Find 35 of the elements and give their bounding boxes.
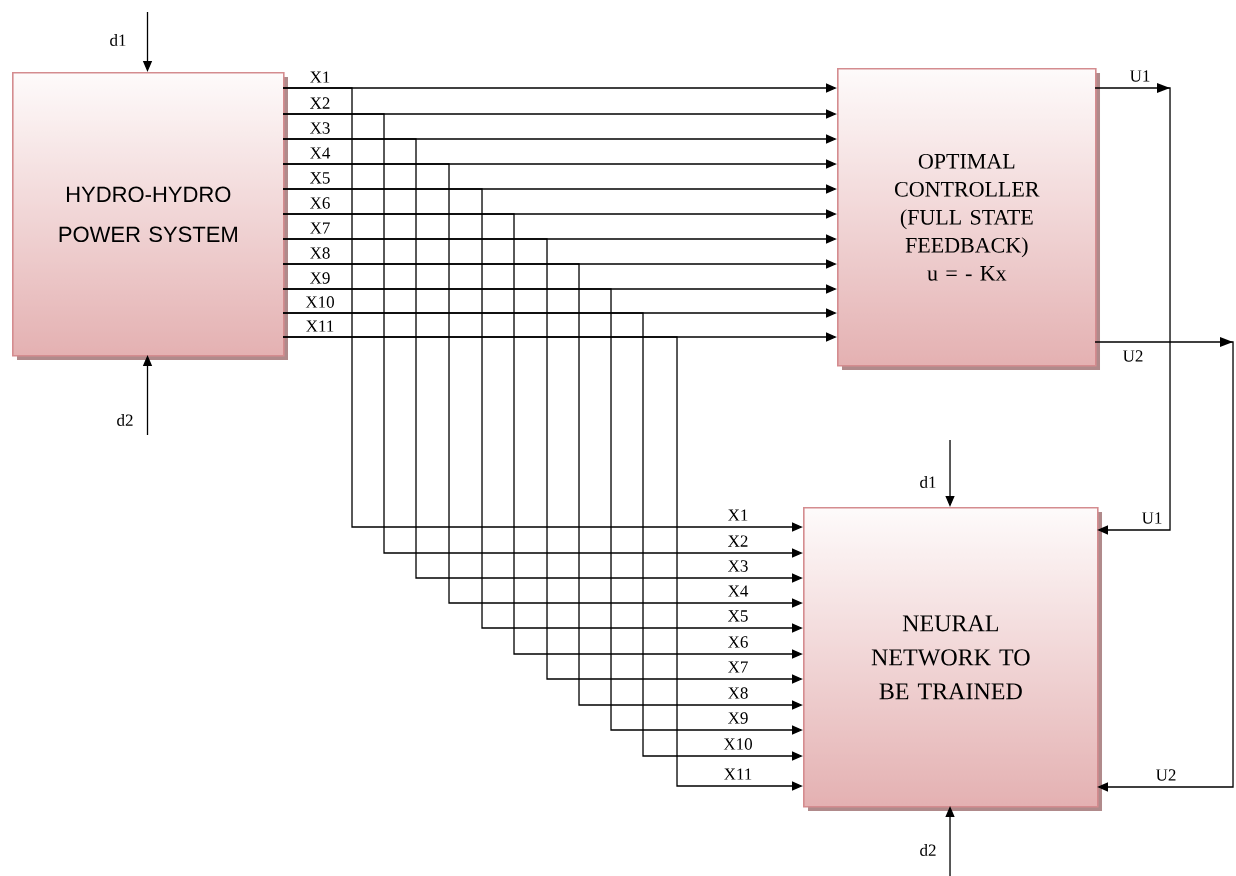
edge-label: X9 (726, 711, 750, 725)
edge-label: X8 (726, 686, 750, 700)
edge-label: X11 (304, 319, 336, 333)
edge-label: X1 (308, 70, 332, 84)
edge-label: d2 (115, 413, 135, 427)
edge-label: X7 (726, 660, 750, 674)
edge-label: X9 (308, 271, 332, 285)
edge-label: d2 (918, 843, 938, 857)
edge-label: d1 (108, 33, 128, 47)
edge-label: X7 (308, 221, 332, 235)
signal-label: U2 (1154, 768, 1178, 782)
edge-label: X5 (308, 171, 332, 185)
edge-label: X5 (726, 609, 750, 623)
edge-label: X10 (722, 737, 754, 751)
arrow (1094, 83, 1171, 535)
edge-label: U2 (1121, 349, 1145, 363)
edge-label: X11 (722, 767, 754, 781)
edge-label: X3 (308, 121, 332, 135)
edge-label: X6 (726, 635, 750, 649)
process-box: NEURAL NETWORK TO BE TRAINED (803, 507, 1102, 811)
edge-label: X1 (726, 508, 750, 522)
signal-label: U1 (1140, 511, 1164, 525)
process-box: HYDRO-HYDRO POWER SYSTEM (12, 72, 288, 360)
edge-label: U1 (1128, 69, 1152, 83)
edge-label: d1 (918, 475, 938, 489)
edge-label: X3 (726, 559, 750, 573)
edge-label: X4 (308, 146, 332, 160)
edge-label: X10 (304, 295, 336, 309)
arrow (1094, 337, 1234, 792)
edge-label: X6 (308, 196, 332, 210)
edge-label: X2 (726, 534, 750, 548)
edge-label: X4 (726, 584, 750, 598)
edge-label: X2 (308, 96, 332, 110)
edge-label: X8 (308, 246, 332, 260)
process-box: OPTIMAL CONTROLLER (FULL STATE FEEDBACK) u = - Kx (837, 68, 1100, 370)
